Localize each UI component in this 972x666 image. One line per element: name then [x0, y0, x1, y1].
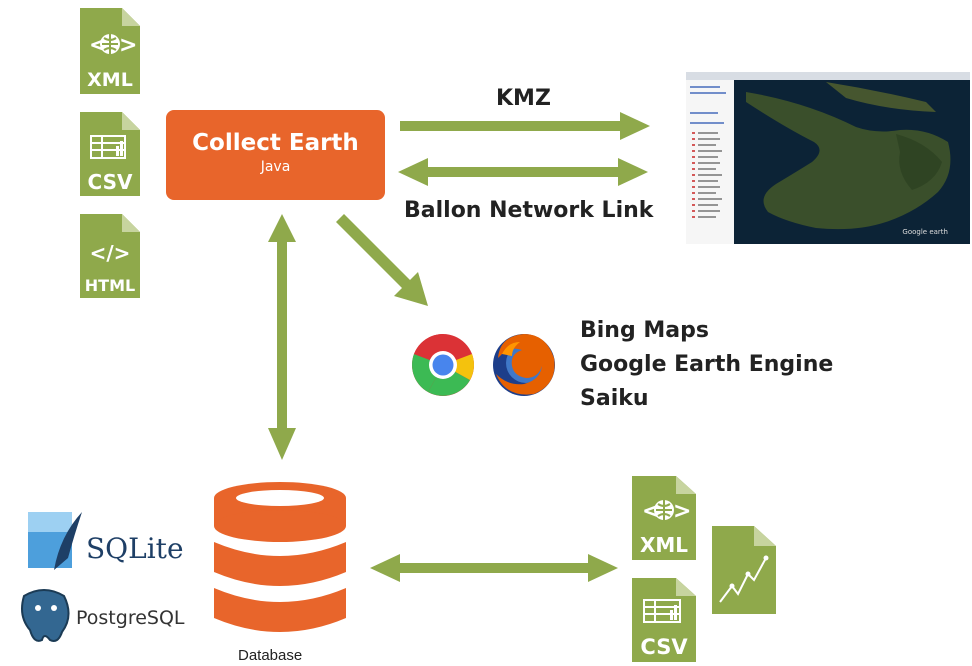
output-csv-file-icon: CSV — [632, 578, 696, 662]
output-xml-label: XML — [640, 533, 688, 557]
collect-earth-box: Collect Earth Java — [166, 110, 385, 200]
svg-text:</>: </> — [90, 241, 131, 265]
collect-earth-subtitle: Java — [260, 159, 291, 175]
svg-text:Google earth: Google earth — [902, 228, 948, 236]
service-saiku: Saiku — [580, 386, 649, 411]
kmz-label: KMZ — [496, 86, 551, 111]
google-earth-screenshot: Google earth — [686, 72, 970, 244]
line-chart-file-icon — [712, 526, 776, 614]
balloon-label: Ballon Network Link — [404, 198, 654, 223]
csv-label: CSV — [88, 170, 133, 194]
service-google-earth-engine: Google Earth Engine — [580, 352, 834, 377]
firefox-icon — [493, 334, 555, 396]
postgresql-logo: PostgreSQL — [21, 589, 185, 642]
database-label: Database — [238, 647, 303, 664]
browser-arrow — [336, 214, 428, 306]
xml-label: XML — [87, 69, 133, 91]
sqlite-label: SQLite — [86, 532, 184, 565]
sqlite-logo: SQLite — [28, 512, 184, 570]
output-double-arrow — [370, 554, 618, 582]
services-list: Bing Maps Google Earth Engine Saiku — [580, 314, 833, 416]
collect-earth-title: Collect Earth — [192, 130, 359, 156]
kmz-arrow — [400, 112, 650, 140]
svg-text:>: > — [119, 33, 137, 58]
chrome-icon — [412, 334, 474, 396]
output-xml-file-icon: < > XML — [632, 476, 696, 560]
html-file-icon: </> HTML — [80, 214, 140, 298]
balloon-double-arrow — [398, 158, 648, 186]
csv-file-icon: CSV — [80, 112, 140, 196]
service-bing-maps: Bing Maps — [580, 318, 709, 343]
svg-text:>: > — [673, 499, 691, 524]
database-icon — [214, 482, 346, 632]
output-csv-label: CSV — [640, 635, 688, 659]
html-label: HTML — [85, 276, 135, 295]
postgresql-label: PostgreSQL — [76, 607, 185, 629]
xml-file-icon: < > XML — [80, 8, 140, 94]
db-vertical-arrow — [268, 214, 296, 460]
